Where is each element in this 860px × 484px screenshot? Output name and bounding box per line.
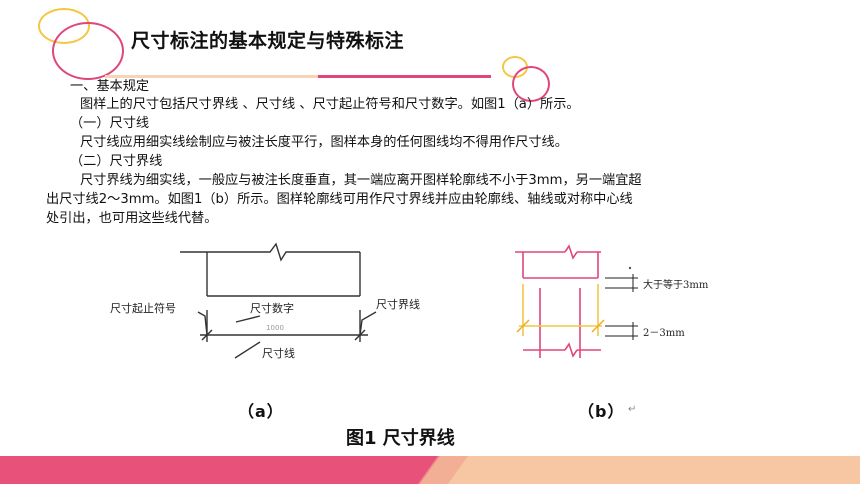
decor-ring-pink — [52, 22, 124, 80]
label-gap: 大于等于3mm — [643, 278, 709, 291]
slide-title: 尺寸标注的基本规定与特殊标注 — [131, 30, 405, 52]
footer-band — [0, 456, 860, 484]
paragraph-extension-line-2: 出尺寸线2～3mm。如图1（b）所示。图样轮廓线可用作尺寸界线并应由轮廓线、轴线… — [46, 192, 633, 207]
paragraph-dimension-overview: 图样上的尺寸包括尺寸界线 、尺寸线 、尺寸起止符号和尺寸数字。如图1（a）所示。 — [80, 97, 580, 112]
label-start-symbol: 尺寸起止符号 — [110, 301, 176, 315]
paragraph-extension-line-1: 尺寸界线为细实线，一般应与被注长度垂直，其一端应离开图样轮廓线不小于3mm，另一… — [80, 173, 642, 188]
figure-a-caption: （a） — [238, 402, 284, 421]
decor-ring-pink-right — [512, 66, 550, 102]
paragraph-dimension-line: 尺寸线应用细实线绘制应与被注长度平行，图样本身的任何图线均不得用作尺寸线。 — [80, 135, 568, 150]
paragraph-return-mark: ↵ — [628, 404, 637, 415]
paragraph-heading-extension-line: （二）尺寸界线 — [70, 154, 163, 169]
label-extension-line: 尺寸界线 — [376, 297, 420, 311]
figure-b: 大于等于3mm 2－3mm — [515, 244, 709, 358]
label-overshoot: 2－3mm — [643, 328, 685, 339]
title-underline-peach — [105, 75, 320, 78]
figure-caption: 图1 尺寸界线 — [346, 428, 455, 449]
title-underline-pink — [318, 75, 491, 78]
paragraph-extension-line-3: 处引出，也可用这些线代替。 — [46, 211, 218, 226]
svg-text:1000: 1000 — [266, 324, 284, 332]
paragraph-heading-basic: 一、基本规定 — [70, 79, 150, 94]
label-dimension-number: 尺寸数字 — [250, 301, 294, 315]
label-dimension-line: 尺寸线 — [262, 346, 295, 360]
figure-a: 1000 尺寸起止符号 尺寸数字 尺寸界线 尺寸线 — [110, 242, 420, 360]
paragraph-heading-dimension-line: （一）尺寸线 — [70, 116, 150, 131]
break-line — [180, 242, 360, 262]
figure-b-caption: （b） — [578, 402, 625, 421]
